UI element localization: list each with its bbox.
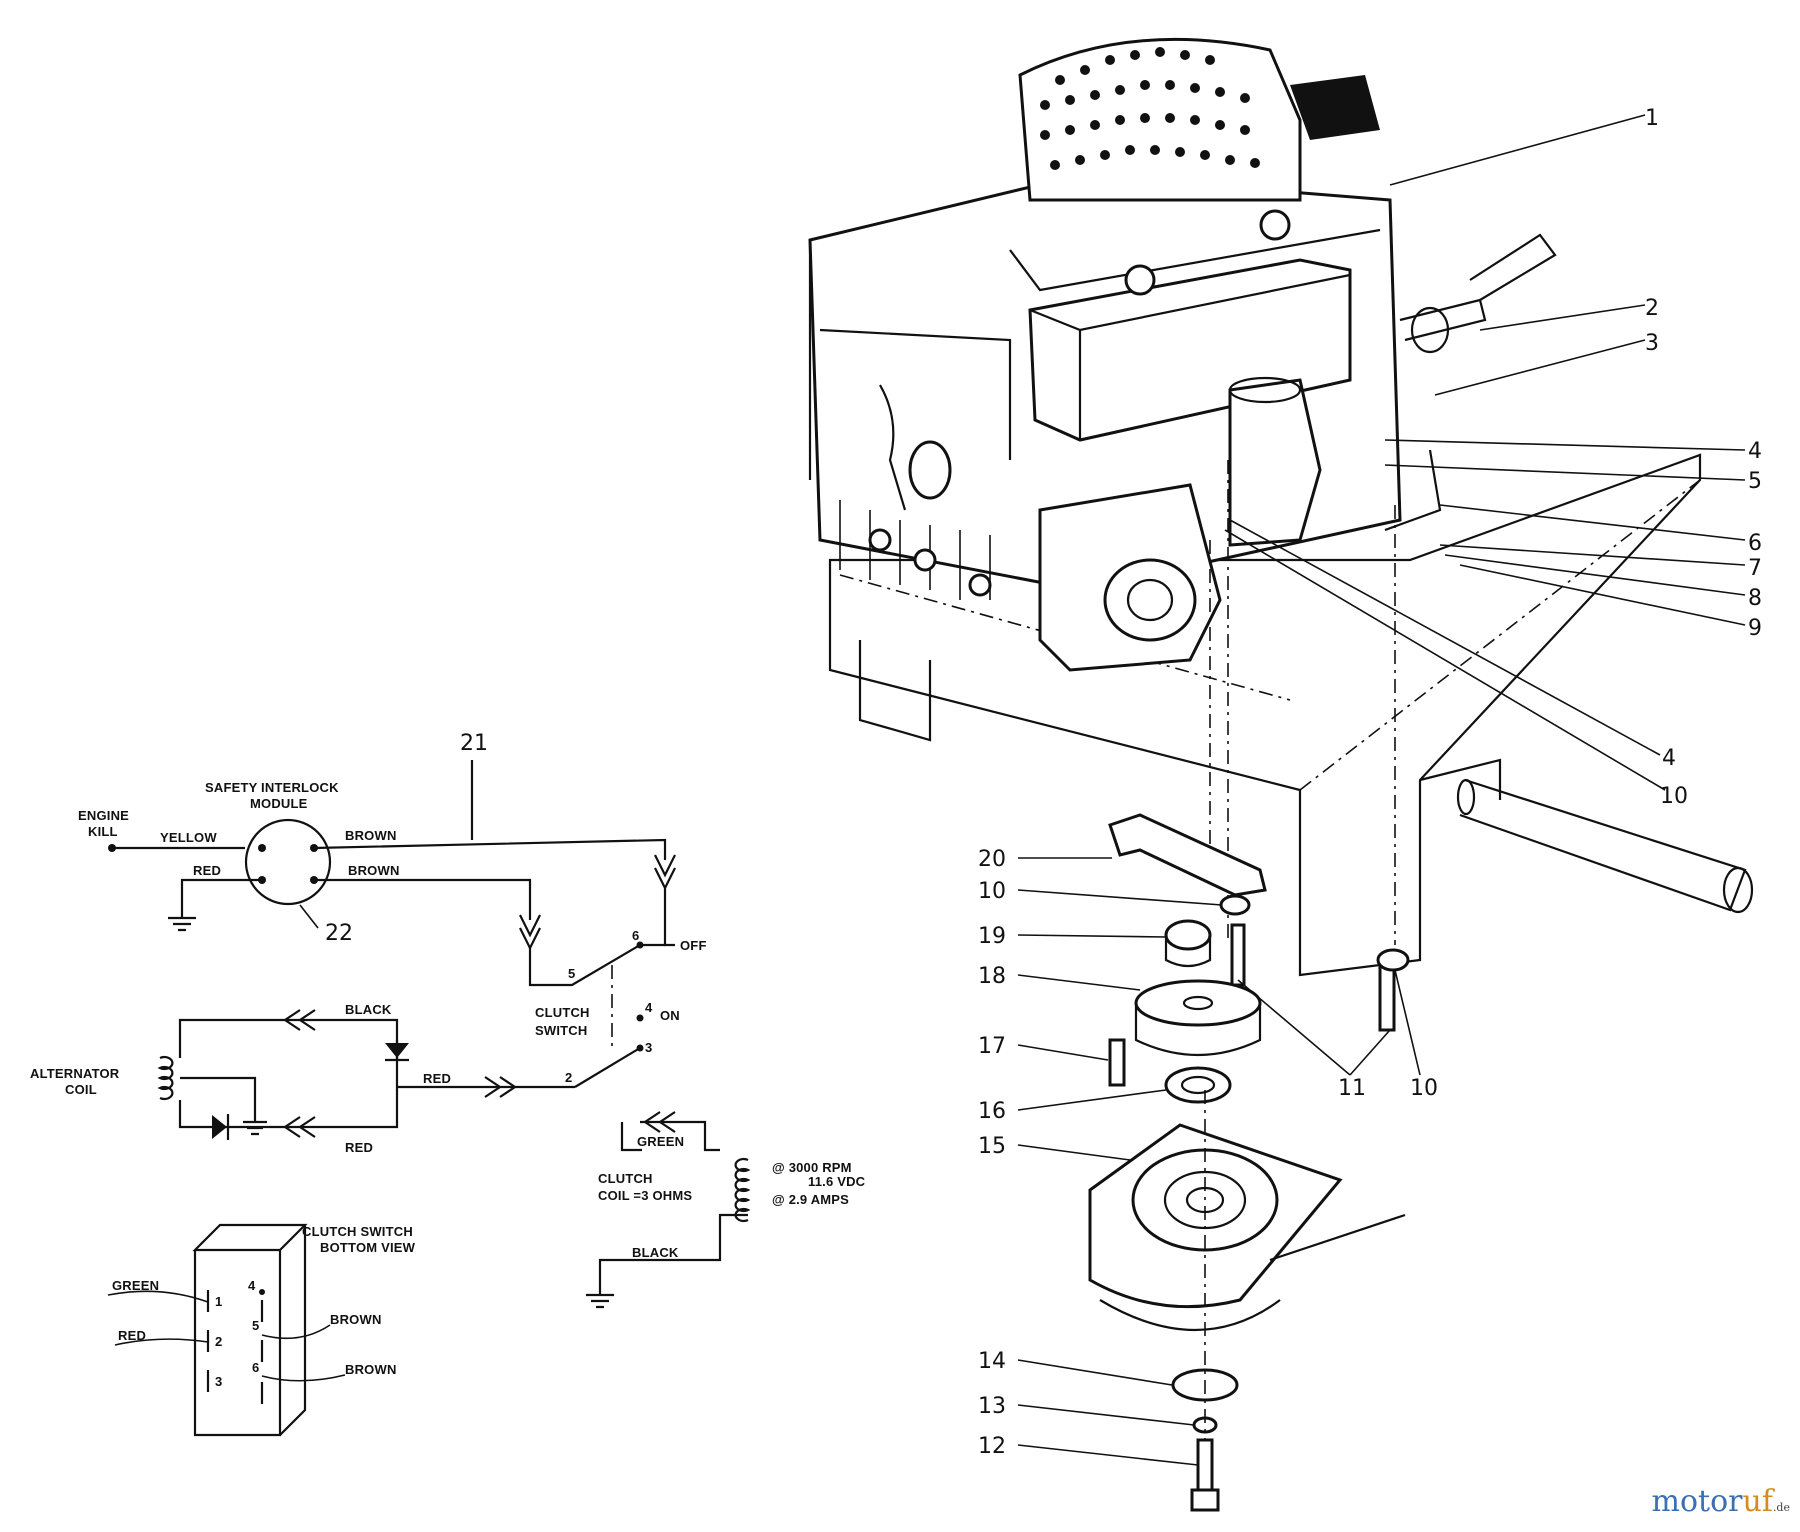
switch-pin-1: 1 [215,1294,222,1309]
leader-lines [1017,114,1746,1466]
switch-bottom-label-2: BOTTOM VIEW [320,1240,416,1255]
red-wire-label-lower: RED [345,1140,373,1155]
engine-illustration [808,37,1754,977]
pin-6-label: 6 [632,928,639,943]
spec-vdc: 11.6 VDC [808,1174,866,1189]
spec-amps: @ 2.9 AMPS [772,1192,849,1207]
pin-4-label: 4 [645,1000,653,1015]
switch-red-label: RED [118,1328,146,1343]
callout-8: 8 [1748,586,1762,611]
switch-pin-3: 3 [215,1374,222,1389]
brown-wire-label-2: BROWN [348,863,400,878]
callout-3: 3 [1645,331,1659,356]
pin-5-label: 5 [568,966,575,981]
clutch-coil-symbol [734,1157,751,1223]
callout-22: 22 [325,921,353,946]
module-label-1: SAFETY INTERLOCK [205,780,339,795]
black-wire-label-clutch: BLACK [632,1245,679,1260]
watermark-part1: motor [1651,1484,1743,1519]
safety-interlock-module [244,818,332,906]
switch-pin-2: 2 [215,1334,222,1349]
switch-pin-6: 6 [252,1360,259,1375]
screen-holes [1040,47,1260,170]
clutch-stack [1088,813,1410,1512]
callout-10-upper: 10 [1660,784,1688,809]
engine-kill-label-1: ENGINE [78,808,129,823]
clutch-coil-label-1: CLUTCH [598,1171,653,1186]
callout-11: 11 [1338,1076,1366,1101]
callout-numbers: 1 2 3 4 5 6 7 8 9 4 10 20 10 19 18 17 16… [325,106,1762,1459]
callout-16: 16 [978,1099,1006,1124]
watermark-part3: .de [1772,1501,1790,1514]
clutch-switch-label-1: CLUTCH [535,1005,590,1020]
watermark-part2: uf [1742,1484,1773,1519]
callout-20: 20 [978,847,1006,872]
callout-6: 6 [1748,531,1762,556]
wiring-schematic: ENGINE KILL YELLOW SAFETY INTERLOCK MODU… [30,760,866,1437]
on-label: ON [660,1008,680,1023]
spec-rpm: @ 3000 RPM [772,1160,852,1175]
clutch-switch-label-2: SWITCH [535,1023,587,1038]
callout-13: 13 [978,1394,1006,1419]
alternator-coil-symbol [157,1055,174,1101]
watermark-logo: motoruf.de [1652,1484,1790,1519]
yellow-wire-label: YELLOW [160,830,217,845]
off-label: OFF [680,938,707,953]
engine-kill-label-2: KILL [88,824,118,839]
clutch-coil-label-2: COIL =3 OHMS [598,1188,692,1203]
brown-wire-label-1: BROWN [345,828,397,843]
switch-pin-4: 4 [248,1278,256,1293]
switch-brown-label-2: BROWN [345,1362,397,1377]
callout-19: 19 [978,924,1006,949]
callout-21: 21 [460,731,488,756]
callout-7: 7 [1748,556,1762,581]
alternator-coil-label-2: COIL [65,1082,97,1097]
callout-18: 18 [978,964,1006,989]
clutch-switch-body [192,1223,308,1437]
callout-4-lower: 4 [1662,746,1676,771]
callout-1: 1 [1645,106,1659,131]
switch-bottom-label-1: CLUTCH SWITCH [302,1224,413,1239]
red-wire-label-module: RED [193,863,221,878]
callout-5: 5 [1748,469,1762,494]
switch-brown-label-1: BROWN [330,1312,382,1327]
callout-4: 4 [1748,439,1762,464]
callout-9: 9 [1748,616,1762,641]
callout-12: 12 [978,1434,1006,1459]
switch-pin-5: 5 [252,1318,259,1333]
red-wire-label-alt: RED [423,1071,451,1086]
callout-17: 17 [978,1034,1006,1059]
callout-2: 2 [1645,296,1659,321]
module-label-2: MODULE [250,796,308,811]
green-wire-label: GREEN [637,1134,684,1149]
black-wire-label: BLACK [345,1002,392,1017]
callout-15: 15 [978,1134,1006,1159]
callout-14: 14 [978,1349,1006,1374]
callout-10-washer: 10 [978,879,1006,904]
alternator-coil-label-1: ALTERNATOR [30,1066,120,1081]
switch-green-label: GREEN [112,1278,159,1293]
pin-3-label: 3 [645,1040,652,1055]
callout-10-lower: 10 [1410,1076,1438,1101]
pin-2-label: 2 [565,1070,572,1085]
